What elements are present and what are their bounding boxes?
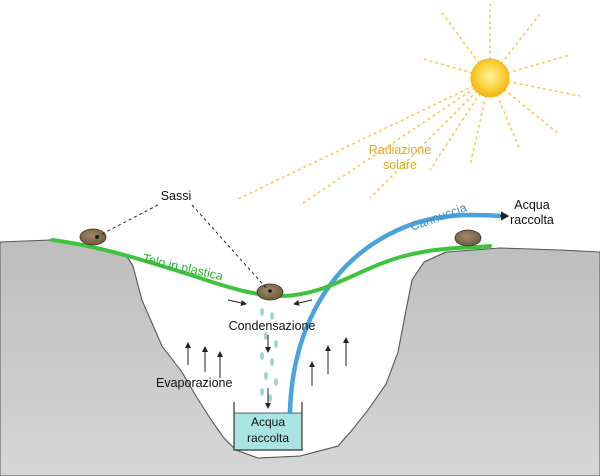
- stone-dot-center: [268, 289, 272, 293]
- pit: [128, 258, 424, 458]
- stones-label: Sassi: [161, 189, 192, 203]
- water-out-label-line2: raccolta: [510, 213, 554, 227]
- sun-icon: [470, 58, 510, 98]
- stones-leader-left: [97, 204, 159, 237]
- water-out-label-line1: Acqua: [514, 198, 549, 212]
- converge-arrow-left: [227, 299, 247, 306]
- sun-label-line1: Radiazione: [369, 143, 432, 157]
- stone-icon-left: [79, 228, 107, 246]
- condensation-droplets: [260, 308, 278, 402]
- sun-label-line2: solare: [383, 158, 417, 172]
- container-label-line2: raccolta: [247, 431, 289, 445]
- stone-dot-left: [95, 235, 99, 239]
- pit-outline: [117, 251, 447, 459]
- condensation-label: Condensazione: [229, 319, 316, 333]
- evaporation-label: Evaporazione: [156, 376, 232, 390]
- plastic-sheet: [50, 238, 492, 299]
- straw: [287, 212, 503, 415]
- container-water: [234, 413, 302, 450]
- stone-icon-right: [454, 229, 482, 247]
- sun-rays: [235, 4, 581, 206]
- stones-leader-center: [191, 204, 269, 291]
- converge-arrow-right: [293, 299, 313, 306]
- container-label-line1: Acqua: [251, 415, 285, 429]
- container: [233, 402, 303, 451]
- evaporation-arrows: [185, 337, 349, 386]
